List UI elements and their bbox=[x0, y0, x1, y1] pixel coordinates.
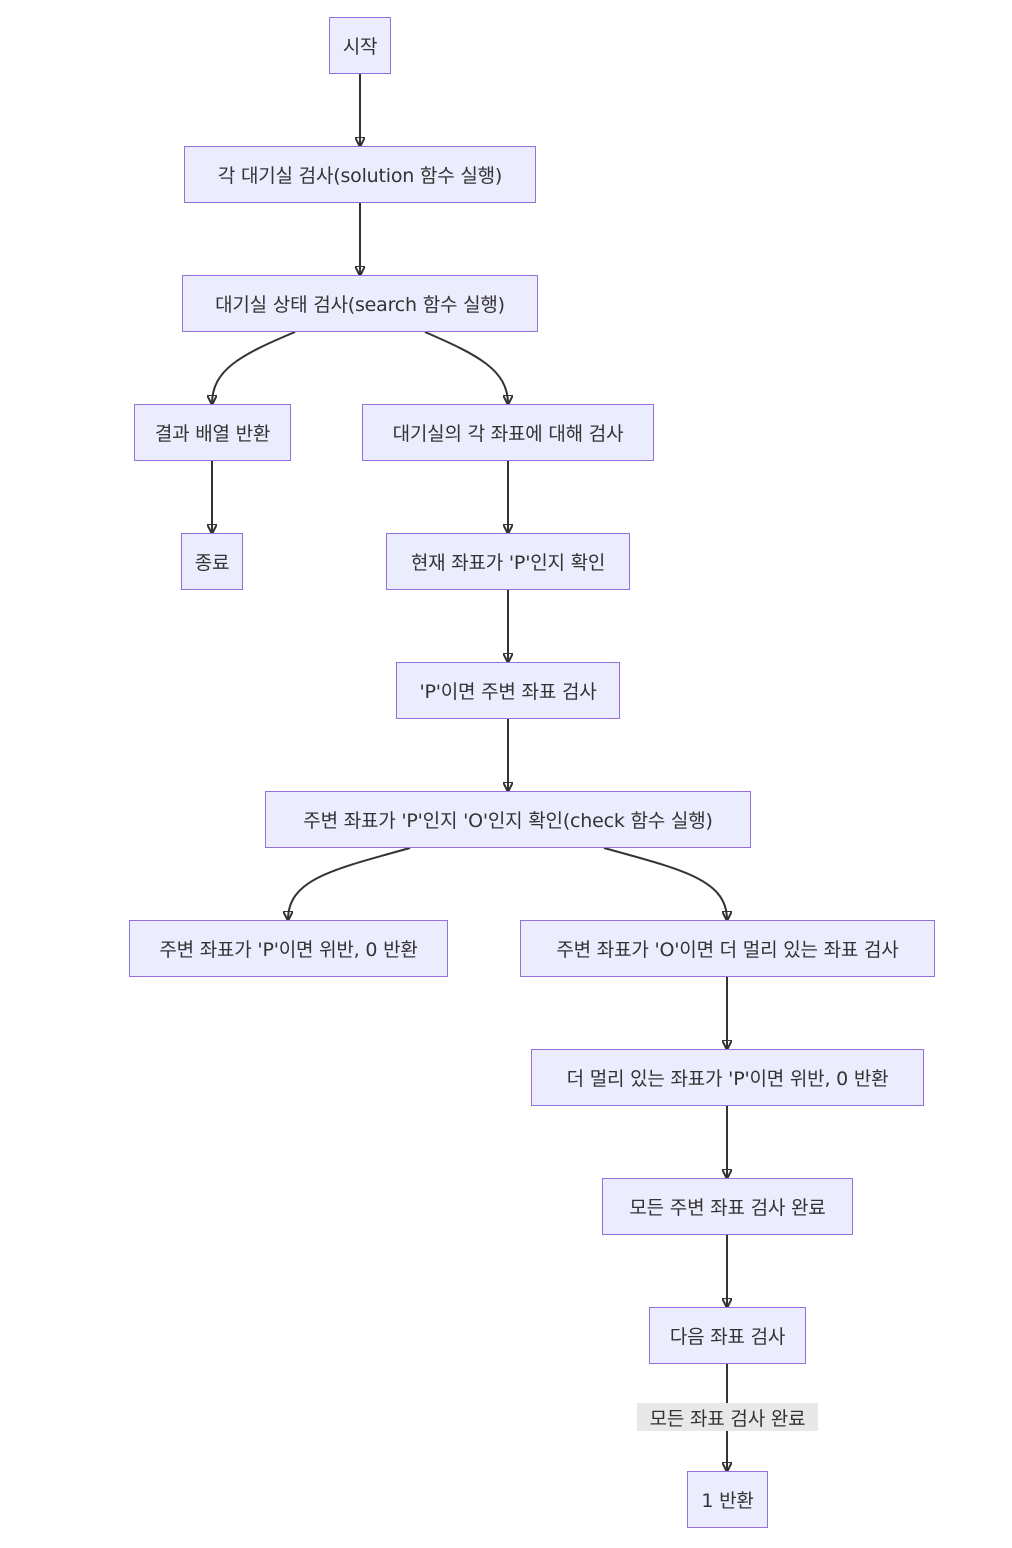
node-if-p-search: 'P'이면 주변 좌표 검사 bbox=[396, 662, 620, 719]
node-neighbor-p-violation: 주변 좌표가 'P'이면 위반, 0 반환 bbox=[129, 920, 448, 977]
node-end: 종료 bbox=[181, 533, 243, 590]
node-start: 시작 bbox=[329, 17, 391, 74]
node-each-coord: 대기실의 각 좌표에 대해 검사 bbox=[362, 404, 654, 461]
edge-search-room-to-return-result bbox=[212, 331, 296, 404]
node-check-neighbors: 주변 좌표가 'P'인지 'O'인지 확인(check 함수 실행) bbox=[265, 791, 751, 848]
node-next-coord: 다음 좌표 검사 bbox=[649, 1307, 806, 1364]
node-is-p: 현재 좌표가 'P'인지 확인 bbox=[386, 533, 630, 590]
node-search-room: 대기실 상태 검사(search 함수 실행) bbox=[182, 275, 538, 332]
edge-search-room-to-each-coord bbox=[424, 331, 508, 404]
edge-check-neighbors-to-neighbor-p bbox=[288, 847, 411, 920]
node-all-neighbors-done: 모든 주변 좌표 검사 완료 bbox=[602, 1178, 853, 1235]
node-return-result: 결과 배열 반환 bbox=[134, 404, 291, 461]
node-return-one: 1 반환 bbox=[687, 1471, 768, 1528]
node-neighbor-o-search: 주변 좌표가 'O'이면 더 멀리 있는 좌표 검사 bbox=[520, 920, 935, 977]
edge-check-neighbors-to-neighbor-o bbox=[603, 847, 727, 920]
edge-label-all-coords-done: 모든 좌표 검사 완료 bbox=[637, 1403, 818, 1431]
node-check-rooms: 각 대기실 검사(solution 함수 실행) bbox=[184, 146, 536, 203]
node-far-p-violation: 더 멀리 있는 좌표가 'P'이면 위반, 0 반환 bbox=[531, 1049, 924, 1106]
